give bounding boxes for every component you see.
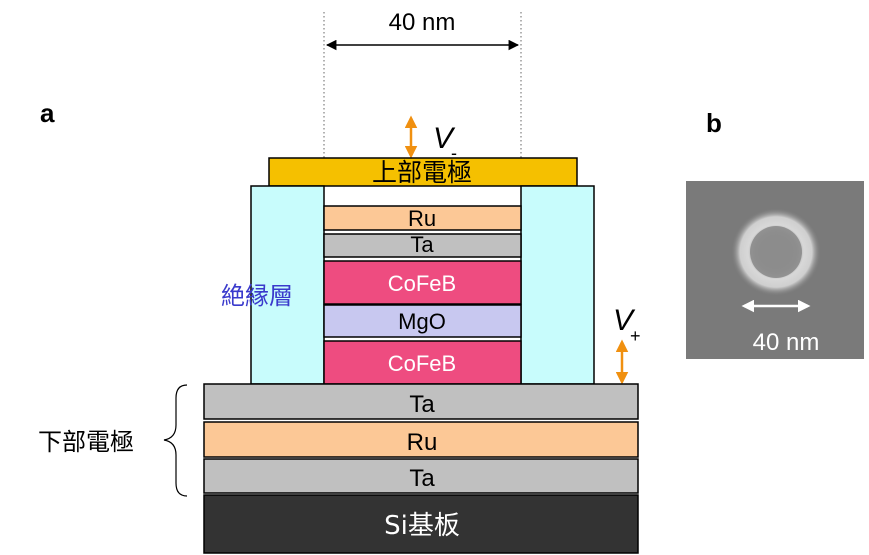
insulator-label: 絶縁層 [221, 282, 293, 310]
voltage-plus-symbol: V [613, 304, 636, 337]
voltage-minus-subscript: - [451, 143, 457, 163]
microscopy-image: 40 nm [686, 181, 864, 359]
top-electrode [268, 157, 578, 187]
pillar-layer-cofeb-top [323, 260, 522, 305]
width-dimension-label: 40 nm [389, 9, 456, 36]
insulator-left [250, 185, 325, 385]
pillar-layer-ta-label: Ta [410, 232, 434, 257]
scale-bar-label: 40 nm [753, 329, 820, 356]
bottom-layer-ru-label: Ru [407, 429, 438, 456]
bottom-electrode-brace [163, 384, 188, 497]
bottom-layer-ta-top [203, 383, 639, 420]
pillar-layer-cofeb-bottom-label: CoFeB [388, 351, 456, 376]
panel-label-b: b [706, 108, 722, 138]
voltage-minus-symbol: V [433, 122, 456, 155]
voltage-plus-subscript: + [630, 326, 641, 346]
pillar-layer-cofeb-bottom [323, 340, 522, 385]
bottom-layer-ta-top-label: Ta [409, 391, 435, 418]
pillar-layer-ru-label: Ru [408, 206, 436, 231]
pillar-layer-ru [323, 205, 522, 231]
top-electrode-label: 上部電極 [372, 158, 472, 187]
substrate [203, 494, 639, 554]
pillar-layer-mgo-label: MgO [398, 309, 446, 334]
panel-label-a: a [40, 98, 55, 128]
bottom-layer-ru [203, 421, 639, 458]
bottom-layer-ta-bottom-label: Ta [409, 465, 435, 492]
insulator-right [520, 185, 595, 385]
pillar-layer-ta [323, 233, 522, 258]
substrate-label: Si基板 [384, 511, 460, 541]
pillar-layer-mgo [323, 304, 522, 338]
pillar-layer-cofeb-top-label: CoFeB [388, 271, 456, 296]
bottom-layer-ta-bottom [203, 458, 639, 494]
bottom-electrode-label: 下部電極 [38, 428, 134, 456]
